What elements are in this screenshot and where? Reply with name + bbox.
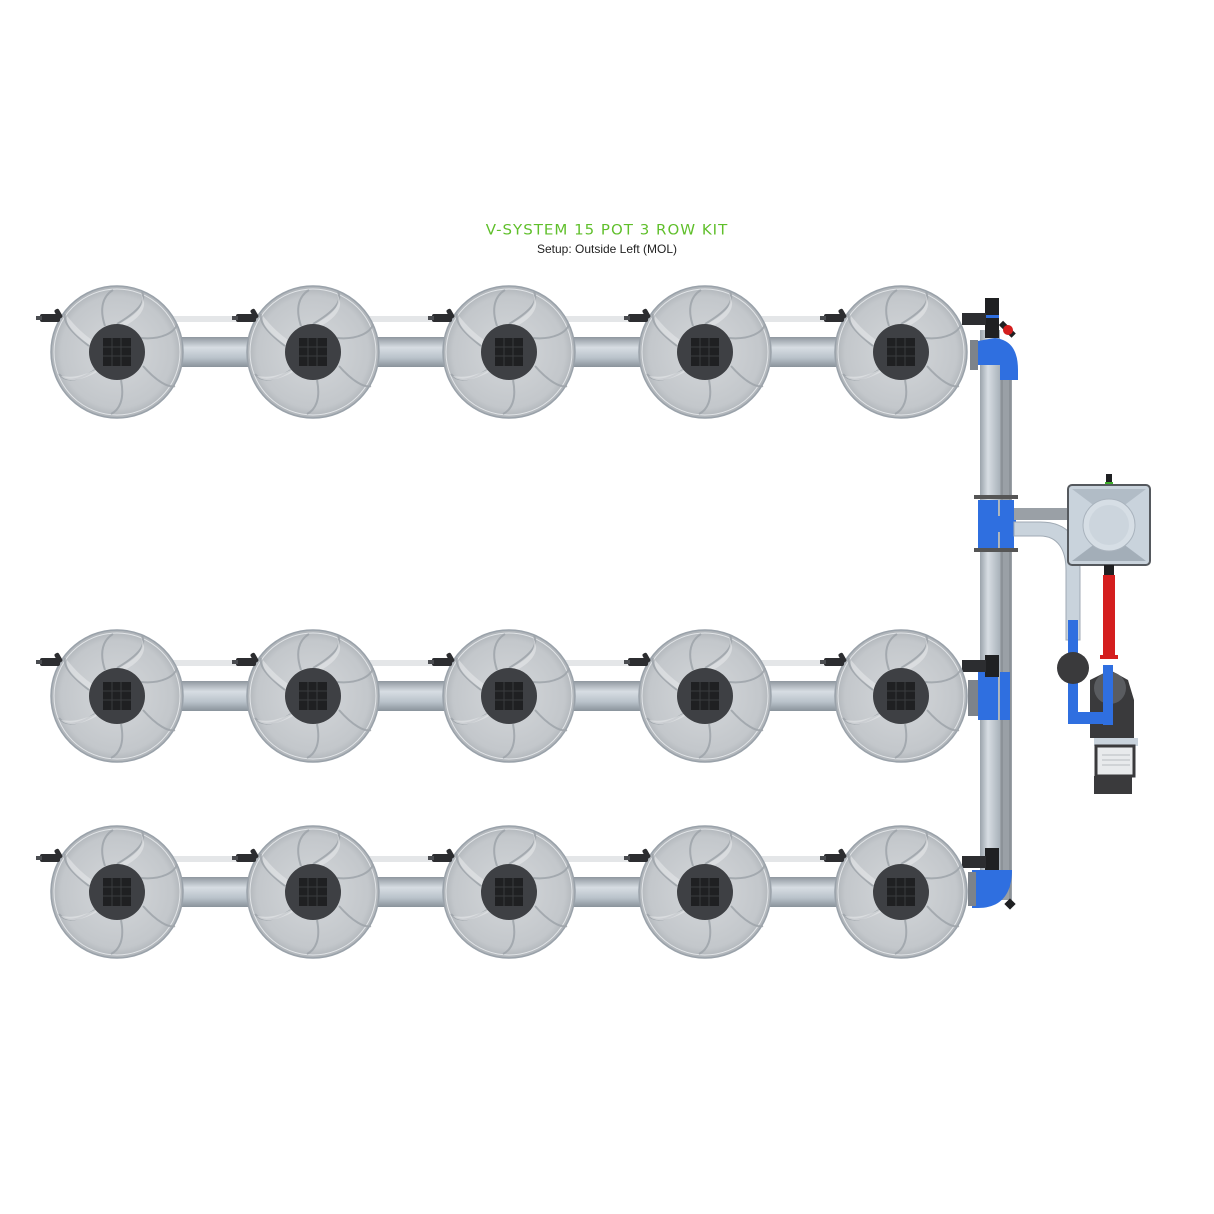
kit-setup-subtitle: Setup: Outside Left (MOL) <box>536 242 678 256</box>
red-feed-line <box>1100 565 1118 659</box>
blue-elbow-fitting-bottom <box>962 848 1016 910</box>
return-manifold-pipe <box>962 298 1016 900</box>
controller-tank <box>1067 474 1151 566</box>
blue-elbow-fitting-top <box>972 338 1018 380</box>
blue-fitting-row-2 <box>962 655 1010 720</box>
filter <box>1057 620 1108 724</box>
blue-tee-fitting <box>974 495 1018 552</box>
pump <box>1090 665 1138 794</box>
kit-title: V-SYSTEM 15 POT 3 ROW KIT <box>485 221 729 239</box>
